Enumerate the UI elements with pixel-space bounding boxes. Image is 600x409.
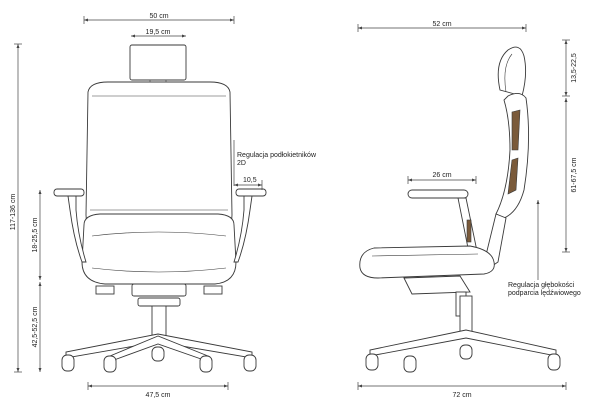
side-headrest-range-dimension: 13,5-22,5 <box>562 39 578 97</box>
armrest-adjust-2d-label: 2D <box>237 160 246 167</box>
side-seat <box>359 245 495 279</box>
front-base-dimension: 47,5 cm <box>87 382 229 399</box>
front-headrest <box>129 44 187 81</box>
front-mechanism <box>131 283 187 297</box>
front-width-label: 50 cm <box>149 13 168 20</box>
front-height-label: 117-136 cm <box>10 194 17 231</box>
side-depth-label: 52 cm <box>432 21 451 28</box>
lumbar-adjust-note: Regulacja głębokości podparcia lędźwiowe… <box>508 200 581 297</box>
side-armrest <box>407 189 469 199</box>
front-backrest <box>85 81 233 235</box>
front-width-dimension: 50 cm <box>83 13 235 24</box>
side-chair-drawing <box>359 46 561 373</box>
front-base-width-label: 47,5 cm <box>146 392 171 399</box>
side-mechanism <box>403 275 471 295</box>
front-height-dimension: 117-136 cm <box>10 43 22 373</box>
front-casters <box>61 346 257 373</box>
armrest-adjust-label: Regulacja podłokietników <box>237 152 317 159</box>
front-headrest-dimension: 19,5 cm <box>131 29 186 38</box>
side-back-height-label: 61-67,5 cm <box>571 157 578 192</box>
lumbar-adjust-line2: podparcia lędźwiowego <box>508 290 581 297</box>
side-base <box>369 329 557 357</box>
front-armrest-left <box>53 188 85 197</box>
front-armrest-right <box>235 188 267 197</box>
side-seat-depth-label: 26 cm <box>432 172 451 179</box>
front-headrest-width-label: 19,5 cm <box>146 29 171 36</box>
armrest-adjust-note: Regulacja podłokietników 2D 10,5 <box>233 140 317 190</box>
front-seat-height-dimension: 42,5-52,5 cm <box>32 282 42 372</box>
side-base-depth-label: 72 cm <box>452 392 471 399</box>
side-headrest-range-label: 13,5-22,5 <box>571 53 578 83</box>
front-armrest-height-dimension: 18-25,5 cm <box>32 190 42 280</box>
side-base-dimension: 72 cm <box>357 382 567 399</box>
side-gas-lift <box>459 295 473 333</box>
side-backrest <box>495 93 530 219</box>
side-casters <box>365 344 561 373</box>
front-seat <box>81 213 237 285</box>
side-back-height-dimension: 61-67,5 cm <box>562 98 578 253</box>
side-seat-depth-dimension: 26 cm <box>407 172 477 184</box>
front-seat-height-label: 42,5-52,5 cm <box>32 306 39 347</box>
armrest-offset-label: 10,5 <box>243 177 257 184</box>
side-depth-dimension: 52 cm <box>357 21 527 32</box>
lumbar-adjust-line1: Regulacja głębokości <box>508 282 575 289</box>
front-armrest-height-label: 18-25,5 cm <box>32 217 39 252</box>
front-chair-drawing <box>53 44 267 373</box>
front-gas-lift <box>151 305 167 337</box>
